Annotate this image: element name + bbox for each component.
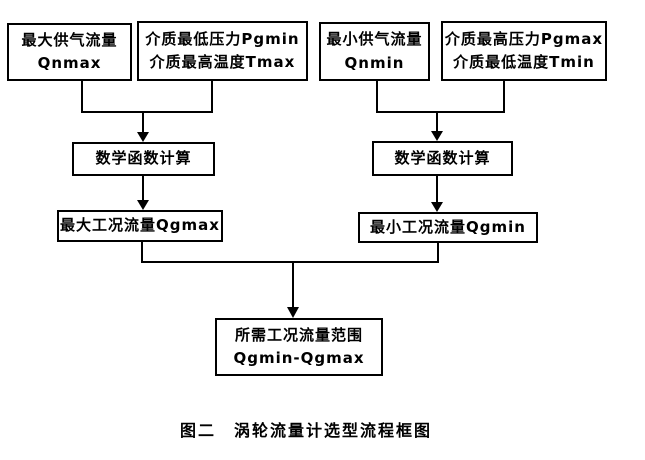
node-text: 介质最低压力Pgmin xyxy=(145,29,300,48)
node-text: 最小工况流量Qgmin xyxy=(370,217,526,236)
node-math-function-calc-left: 数学函数计算 xyxy=(72,142,215,176)
node-min-supply-flow: 最小供气流量 Qnmin xyxy=(319,22,430,81)
node-text: Qnmax xyxy=(37,54,102,72)
node-text: 数学函数计算 xyxy=(95,149,192,168)
node-text: 最小供气流量 xyxy=(326,30,423,49)
node-text: 介质最高温度Tmax xyxy=(149,53,296,71)
figure-caption: 图二 涡轮流量计选型流程框图 xyxy=(179,421,432,440)
arrowhead-down-icon xyxy=(287,307,299,318)
connector-left-merge xyxy=(81,81,213,142)
arrowhead-down-icon xyxy=(137,200,149,210)
node-text: Qgmin-Qgmax xyxy=(233,349,365,367)
node-min-working-flow: 最小工况流量Qgmin xyxy=(358,212,538,243)
node-text: 所需工况流量范围 xyxy=(234,325,363,344)
node-text: 最大工况流量Qgmax xyxy=(60,216,220,235)
node-math-function-calc-right: 数学函数计算 xyxy=(372,141,513,176)
arrowhead-down-icon xyxy=(431,202,443,212)
node-min-pressure-max-temp: 介质最低压力Pgmin 介质最高温度Tmax xyxy=(137,21,308,81)
node-max-working-flow: 最大工况流量Qgmax xyxy=(57,210,223,242)
arrowhead-down-icon xyxy=(431,131,443,141)
connector-right-merge xyxy=(376,81,505,141)
node-text: Qnmin xyxy=(344,53,405,72)
arrowhead-down-icon xyxy=(137,132,149,142)
node-max-supply-flow: 最大供气流量 Qnmax xyxy=(7,23,132,81)
connector-calcleft-to-qgmax xyxy=(137,176,149,210)
node-text: 介质最低温度Tmin xyxy=(453,53,595,71)
connector-calcright-to-qgmin xyxy=(431,176,443,212)
node-required-flow-range: 所需工况流量范围 Qgmin-Qgmax xyxy=(215,318,383,376)
node-max-pressure-min-temp: 介质最高压力Pgmax 介质最低温度Tmin xyxy=(441,21,607,81)
node-text: 介质最高压力Pgmax xyxy=(444,29,604,48)
connector-bottom-merge xyxy=(141,242,439,318)
node-text: 最大供气流量 xyxy=(21,30,118,49)
node-text: 数学函数计算 xyxy=(394,148,491,167)
